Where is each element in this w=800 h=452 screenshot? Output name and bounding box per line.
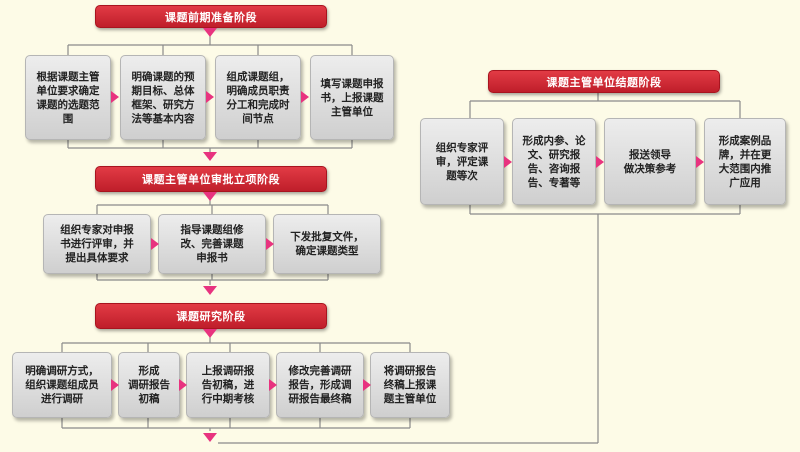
arrow-right-11: [596, 156, 604, 168]
research-step-1: 明确调研方式， 组织课题组成员 进行调研: [12, 352, 112, 418]
stage-prep-title: 课题前期准备阶段: [95, 5, 327, 28]
conclusion-step-3: 报送领导 做决策参考: [604, 118, 696, 205]
arrow-right-4: [151, 238, 159, 250]
prep-step-3: 组成课题组， 明确成员职责 分工和完成时 间节点: [215, 55, 301, 140]
conclusion-step-2: 形成内参、论 文、研究报 告、咨询报 告、专著等: [512, 118, 596, 205]
arrow-right-7: [179, 379, 187, 391]
approval-step-1: 组织专家对申报 书进行评审，并 提出具体要求: [43, 214, 151, 274]
arrow-right-6: [111, 379, 119, 391]
stage-research-title: 课题研究阶段: [95, 303, 327, 329]
research-step-2: 形成 调研报告 初稿: [118, 352, 180, 418]
stage-conclusion-title: 课题主管单位结题阶段: [488, 70, 720, 93]
arrow-right-10: [504, 156, 512, 168]
arrow-right-8: [269, 379, 277, 391]
arrow-right-3: [301, 91, 309, 103]
arrow-down-3: [203, 192, 217, 201]
prep-step-1: 根据课题主管 单位要求确定 课题的选题范 围: [25, 55, 111, 140]
arrow-right-5: [266, 238, 274, 250]
arrow-right-12: [696, 156, 704, 168]
approval-step-3: 下发批复文件， 确定课题类型: [273, 214, 381, 274]
research-step-4: 修改完善调研 报告，形成调 研报告最终稿: [276, 352, 364, 418]
conclusion-step-4: 形成案例品 牌，并在更 大范围内推 广应用: [704, 118, 786, 205]
arrow-right-9: [363, 379, 371, 391]
arrow-right-2: [206, 91, 214, 103]
arrow-down-1: [203, 28, 217, 37]
arrow-down-4: [203, 286, 217, 295]
approval-step-2: 指导课题组修 改、完善课题 申报书: [158, 214, 266, 274]
prep-step-2: 明确课题的预 期目标、总体 框架、研究方 法等基本内容: [120, 55, 206, 140]
arrow-down-5: [203, 329, 217, 338]
stage-approval-title: 课题主管单位审批立项阶段: [95, 166, 327, 192]
prep-step-4: 填写课题申报 书，上报课题 主管单位: [310, 55, 394, 140]
arrow-down-2: [203, 152, 217, 161]
conclusion-step-1: 组织专家评 审，评定课 题等次: [420, 118, 504, 205]
arrow-down-6: [203, 433, 217, 442]
research-step-3: 上报调研报 告初稿，进 行中期考核: [186, 352, 270, 418]
arrow-right-1: [111, 91, 119, 103]
research-step-5: 将调研报告 终稿上报课 题主管单位: [370, 352, 450, 418]
